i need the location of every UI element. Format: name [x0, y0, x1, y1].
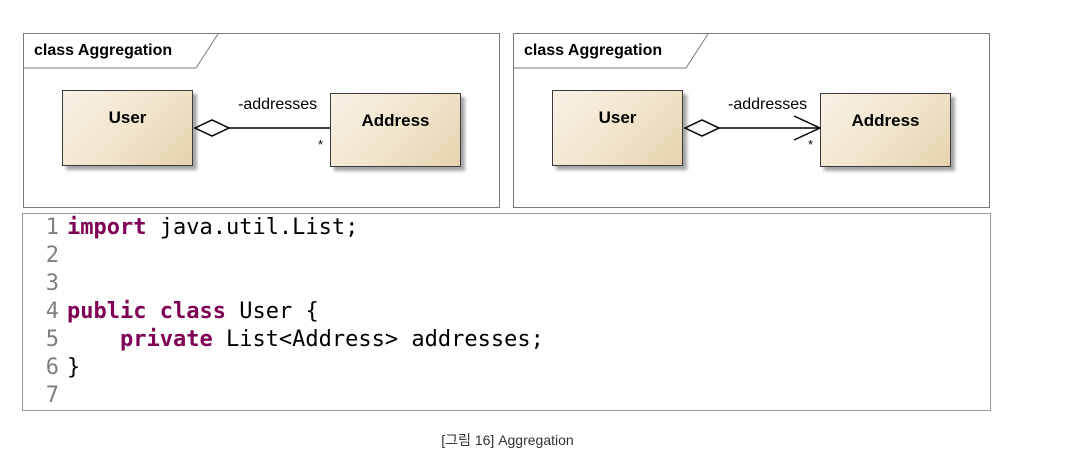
code-keyword: class [159, 299, 226, 324]
frame-title-tab [514, 34, 709, 69]
multiplicity-label: * [318, 137, 324, 152]
code-line: 2 [23, 242, 67, 270]
line-number: 2 [45, 243, 59, 268]
aggregation-diamond [193, 119, 231, 137]
class-user: User [552, 90, 683, 166]
code-line: 4 public class User { [23, 298, 319, 326]
line-number: 3 [45, 271, 59, 296]
code-listing: 1 import java.util.List; 2 3 4 public class U… [22, 213, 991, 411]
diagram-lines [24, 34, 330, 137]
line-number: 5 [45, 327, 59, 352]
role-name-label: -addresses [728, 96, 808, 113]
line-number: 6 [45, 355, 59, 380]
aggregation-diamond [683, 119, 721, 137]
class-address: Address [820, 93, 951, 167]
line-number: 4 [45, 299, 59, 324]
code-text: User { [225, 299, 319, 324]
code-text [146, 299, 159, 324]
code-line: 6} [23, 354, 81, 382]
code-keyword: private [119, 327, 213, 352]
line-number: 7 [45, 383, 59, 408]
class-name: User [598, 108, 637, 127]
diagram-title: class Aggregation [34, 42, 173, 59]
role-name-label: -addresses [238, 96, 318, 113]
uml-diagram-aggregation-navigable: class Aggregation User Address -addresse… [513, 33, 990, 208]
uml-diagram-aggregation: class Aggregation User Address -addresse… [23, 33, 500, 208]
code-text: } [67, 355, 81, 380]
frame-title-tab [24, 34, 219, 69]
code-text: java.util.List; [146, 215, 359, 240]
code-text: List<Address> addresses; [212, 327, 544, 352]
line-number: 1 [45, 215, 59, 240]
class-name: Address [851, 111, 920, 130]
class-name: User [108, 108, 147, 127]
code-line: 5 private List<Address> addresses; [23, 326, 544, 354]
code-line: 1 import java.util.List; [23, 214, 359, 242]
class-name: Address [361, 111, 430, 130]
class-address: Address [330, 93, 461, 167]
code-keyword: public [67, 299, 147, 324]
class-user: User [62, 90, 193, 166]
figure-caption: [그림 16] Aggregation [441, 432, 574, 448]
code-text [67, 327, 120, 352]
code-line: 7 [23, 382, 67, 410]
code-line: 3 [23, 270, 67, 298]
code-keyword: import [67, 215, 147, 240]
multiplicity-label: * [808, 137, 814, 152]
diagram-title: class Aggregation [524, 42, 663, 59]
